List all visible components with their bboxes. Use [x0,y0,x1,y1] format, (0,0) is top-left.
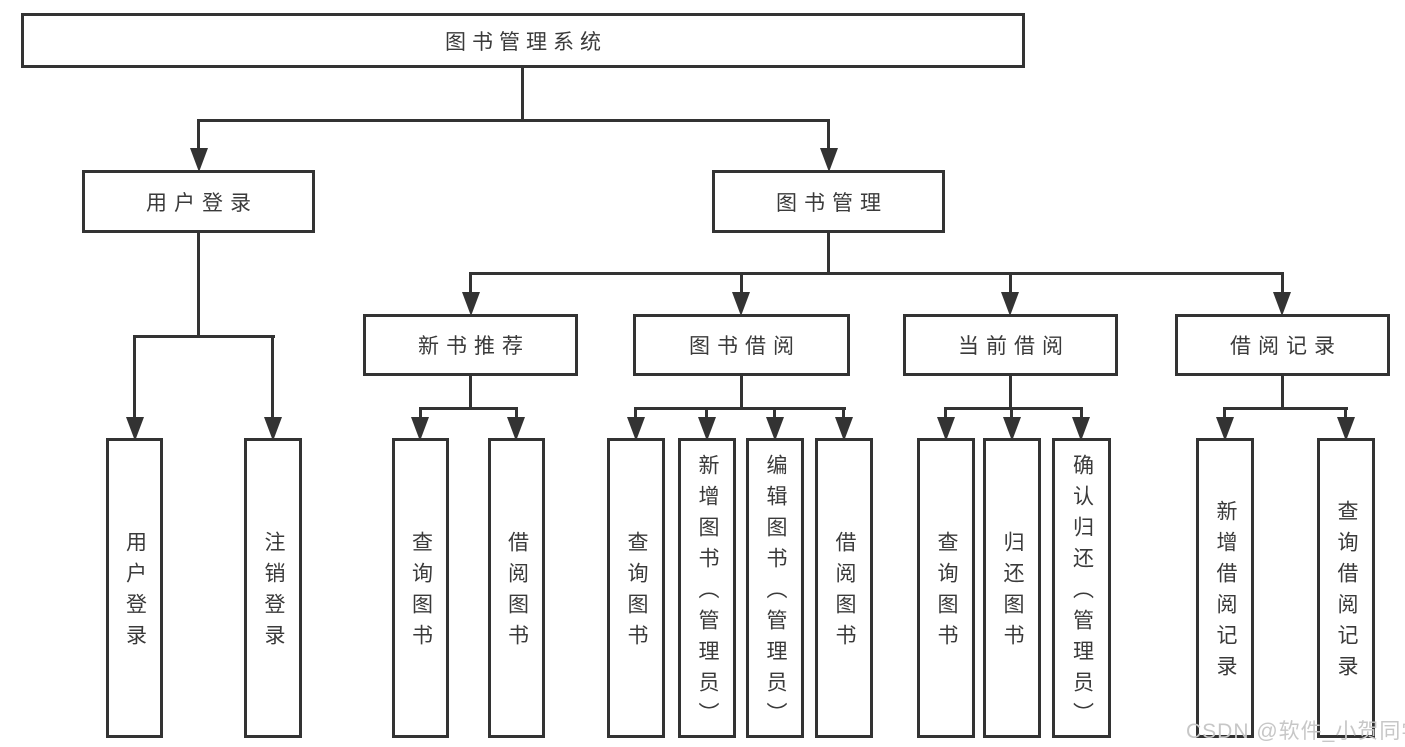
connector-line [419,407,422,423]
arrow-down-icon [766,417,784,441]
leaf-bb-borrow-books: 借阅图书 [815,438,873,738]
connector-line [1223,407,1348,410]
connector-line [133,335,136,423]
connector-line [740,376,743,410]
connector-line [197,119,200,152]
connector-line [1281,272,1284,300]
arrow-down-icon [1003,417,1021,441]
leaf-nb-query-books: 查询图书 [392,438,449,738]
connector-line [1281,376,1284,410]
connector-line [827,233,830,275]
node-current-borrow: 当前借阅 [903,314,1118,376]
leaf-bb-edit-books-admin: 编辑图书（管理员） [746,438,804,738]
leaf-bb-query-books: 查询图书 [607,438,665,738]
leaf-bb-add-books-admin: 新增图书（管理员） [678,438,736,738]
connector-line [271,335,274,423]
node-book-management: 图书管理 [712,170,945,233]
node-root: 图书管理系统 [21,13,1025,68]
arrow-down-icon [820,148,838,172]
arrow-down-icon [1001,292,1019,316]
leaf-user-login: 用户登录 [106,438,163,738]
arrow-down-icon [937,417,955,441]
connector-line [197,119,830,122]
leaf-cb-confirm-return-admin: 确认归还（管理员） [1052,438,1111,738]
connector-line [773,407,776,423]
node-borrow-records: 借阅记录 [1175,314,1390,376]
arrow-down-icon [1273,292,1291,316]
connector-line [1009,272,1012,300]
connector-line [842,407,845,423]
arrow-down-icon [732,292,750,316]
connector-line [705,407,708,423]
connector-line [1080,407,1083,423]
node-book-borrow: 图书借阅 [633,314,850,376]
connector-line [469,272,1283,275]
connector-line [944,407,1083,410]
connector-line [1344,407,1347,423]
connector-line [469,376,472,410]
leaf-cb-query-books: 查询图书 [917,438,975,738]
arrow-down-icon [698,417,716,441]
connector-line [419,407,518,410]
arrow-down-icon [1337,417,1355,441]
leaf-logout-login: 注销登录 [244,438,302,738]
connector-line [634,407,637,423]
connector-line [634,407,846,410]
arrow-down-icon [126,417,144,441]
connector-line [1223,407,1226,423]
node-new-book-recommend: 新书推荐 [363,314,578,376]
connector-line [1009,376,1012,410]
arrow-down-icon [462,292,480,316]
arrow-down-icon [835,417,853,441]
leaf-nb-borrow-books: 借阅图书 [488,438,545,738]
connector-line [827,119,830,152]
connector-line [515,407,518,423]
arrow-down-icon [1216,417,1234,441]
arrow-down-icon [1072,417,1090,441]
leaf-br-query-record: 查询借阅记录 [1317,438,1375,738]
connector-line [197,233,200,338]
arrow-down-icon [627,417,645,441]
connector-line [740,272,743,300]
connector-line [1010,407,1013,423]
arrow-down-icon [190,148,208,172]
connector-line [521,68,524,122]
connector-line [469,272,472,300]
arrow-down-icon [507,417,525,441]
watermark: CSDN @软件_小贺同学 [1186,720,1405,743]
connector-line [944,407,947,423]
arrow-down-icon [264,417,282,441]
connector-line [133,335,275,338]
arrow-down-icon [411,417,429,441]
leaf-cb-return-books: 归还图书 [983,438,1041,738]
leaf-br-add-record: 新增借阅记录 [1196,438,1254,738]
node-user-login: 用户登录 [82,170,315,233]
